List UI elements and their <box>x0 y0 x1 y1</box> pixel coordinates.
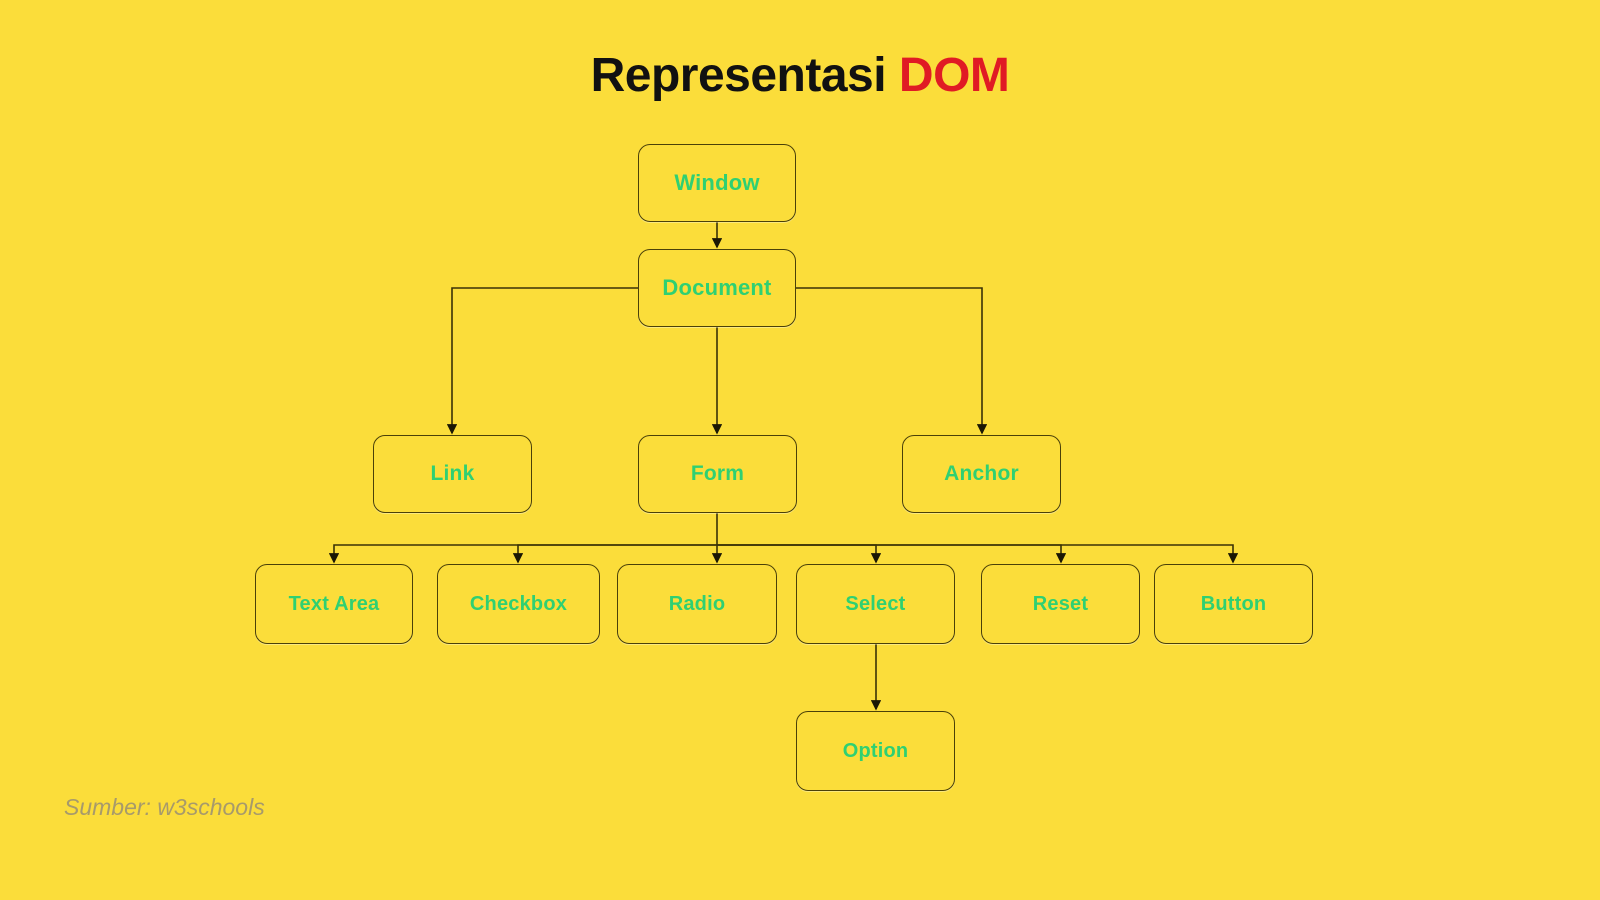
page-title-main: Representasi <box>590 49 887 102</box>
node-document[interactable]: Document <box>638 249 796 327</box>
edge-form-reset <box>717 544 1067 564</box>
node-window[interactable]: Window <box>638 144 796 222</box>
node-text-area[interactable]: Text Area <box>255 564 413 644</box>
edge-form-textarea <box>328 513 718 564</box>
edge-form-select <box>717 544 882 564</box>
node-checkbox[interactable]: Checkbox <box>437 564 600 644</box>
node-reset[interactable]: Reset <box>981 564 1140 644</box>
node-form[interactable]: Form <box>638 435 797 513</box>
node-link[interactable]: Link <box>373 435 532 513</box>
edge-form-checkbox <box>512 544 717 564</box>
node-window-label: Window <box>674 170 760 195</box>
node-radio-label: Radio <box>668 592 726 615</box>
node-reset-label: Reset <box>1032 592 1089 615</box>
node-form-label: Form <box>690 462 745 485</box>
node-document-label: Document <box>662 275 772 300</box>
node-link-label: Link <box>430 462 475 485</box>
node-select[interactable]: Select <box>796 564 955 644</box>
node-anchor[interactable]: Anchor <box>902 435 1061 513</box>
node-button[interactable]: Button <box>1154 564 1313 644</box>
edge-document-anchor <box>796 287 988 435</box>
edge-document-link <box>446 287 638 435</box>
node-option-label: Option <box>842 739 909 762</box>
node-text-area-label: Text Area <box>288 592 380 615</box>
source-caption: Sumber: w3schools <box>64 794 265 820</box>
node-option[interactable]: Option <box>796 711 955 791</box>
edge-form-button <box>717 544 1239 564</box>
node-anchor-label: Anchor <box>944 462 1019 485</box>
node-select-label: Select <box>845 592 906 615</box>
node-checkbox-label: Checkbox <box>469 592 568 615</box>
node-button-label: Button <box>1200 592 1267 615</box>
node-radio[interactable]: Radio <box>617 564 777 644</box>
page-title: Representasi DOM <box>0 52 1600 100</box>
page-title-accent: DOM <box>898 49 1010 102</box>
